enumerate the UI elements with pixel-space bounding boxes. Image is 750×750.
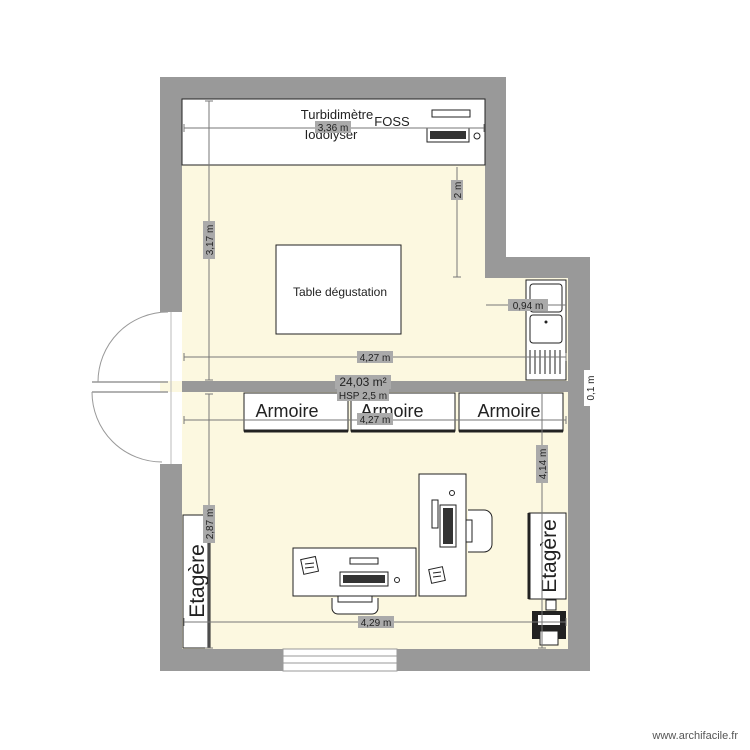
room-area: 24,03 m² [339,375,386,389]
armoire-1 [243,392,349,432]
dim-wall-thickness: 0,1 m [586,375,597,400]
armoire-1-label: Armoire [255,401,318,421]
dim-width-middle: 4,27 m [360,415,391,426]
dim-width-upper: 4,27 m [360,353,391,364]
armoire-3-label: Armoire [477,401,540,421]
etagere-right [528,512,567,600]
door-swing-lower [91,391,163,463]
foss-device [431,109,471,118]
tasting-table [275,244,402,335]
armoire-3 [458,392,564,432]
window [282,648,398,672]
dim-bench-depth: 2 m [453,182,464,199]
printer-icon [532,599,566,646]
desk-vertical [418,473,493,597]
desk-horizontal [292,547,417,615]
dim-top-width: 3,36 m [318,123,349,134]
door-swing-upper [97,311,169,383]
foss-label: FOSS [374,114,410,129]
turbidimetre-label: Turbidimètre [301,107,373,122]
sink-unit [525,279,567,381]
dim-left-height-top: 3,17 m [205,225,216,256]
tasting-table-label: Table dégustation [293,285,387,299]
dim-left-height-bottom: 2,87 m [205,509,216,540]
dim-right-height: 4,14 m [538,449,549,480]
dim-width-bottom: 4,29 m [361,618,392,629]
watermark: www.archifacile.fr [652,730,738,742]
etagere-right-label: Etagère [538,519,561,593]
room-hsp: HSP 2,5 m [339,391,387,402]
dim-sink-width: 0,94 m [513,301,544,312]
foss-keyboard-icon [426,127,470,143]
etagere-left-label: Etagère [186,544,209,618]
